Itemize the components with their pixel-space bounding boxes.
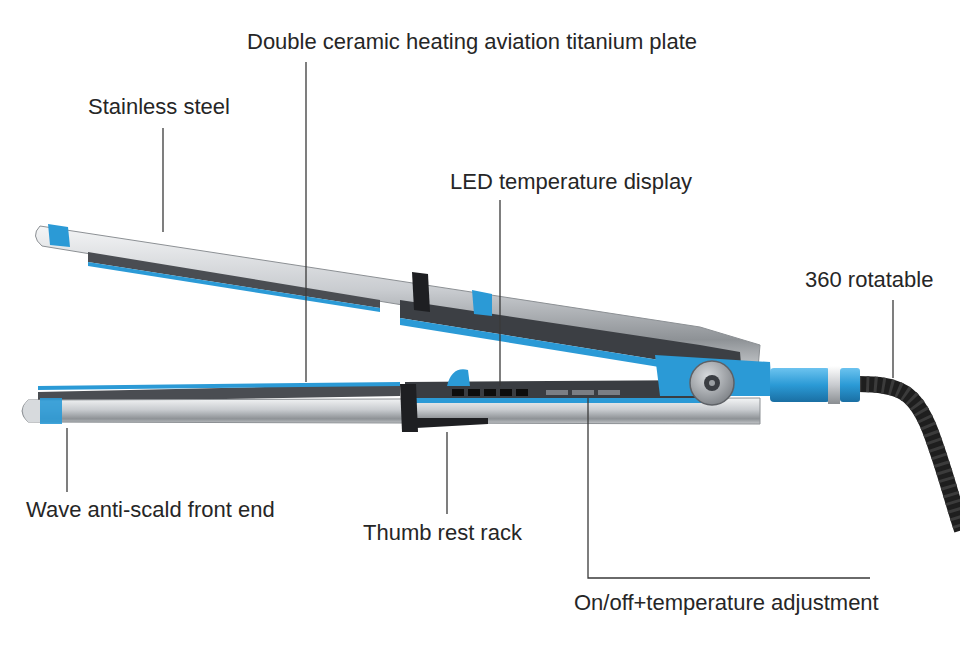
upper-arm	[35, 224, 760, 376]
rotation-label: 360 rotatable	[805, 267, 933, 293]
lower-arm	[22, 369, 760, 432]
thumb-rest-label: Thumb rest rack	[363, 520, 522, 546]
control-label: On/off+temperature adjustment	[574, 590, 879, 616]
hinge	[655, 355, 860, 405]
display-label: LED temperature display	[450, 169, 692, 195]
tip-label: Wave anti-scald front end	[26, 497, 275, 523]
steel-label: Stainless steel	[88, 94, 230, 120]
power-cord	[858, 384, 960, 530]
plate-label: Double ceramic heating aviation titanium…	[247, 29, 697, 55]
